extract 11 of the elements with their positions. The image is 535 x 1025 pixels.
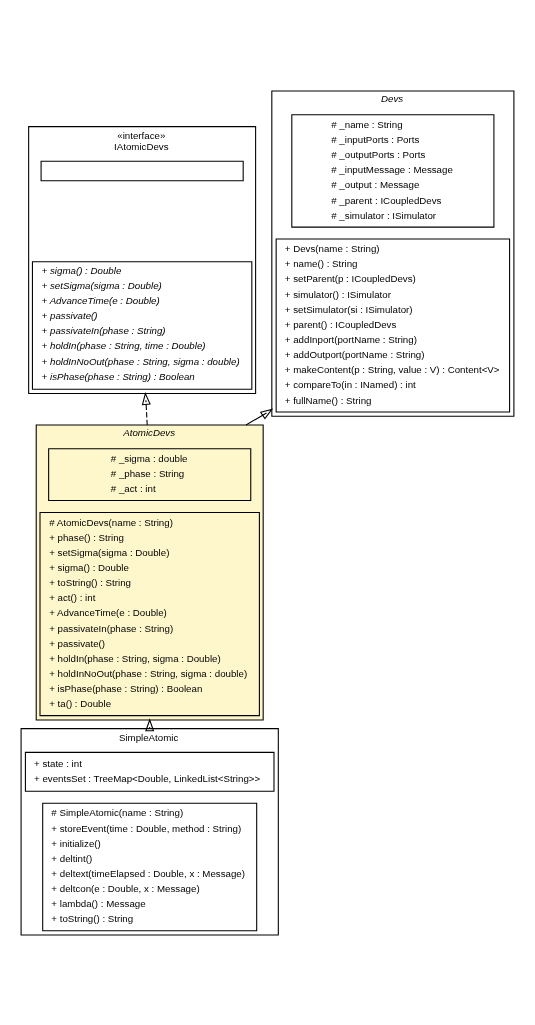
node-box: + state : int + eventsSet : TreeMap<Double, LinkedList<String>> <box>24 751 275 792</box>
node-box: # AtomicDevs(name : String) + phase() : String + setSigma(sigma : Double) + sigma() : Double + toString() : String + act() : int + AdvanceTime(e : Double) + passivateIn(phase : String) + passivate() + holdIn(phase : String, sigma : Double) + holdInNoOut(phase : String, sigma : double) + isPhase(phase : String) : Boolean + ta() : Double <box>39 511 260 716</box>
node-box <box>40 160 244 181</box>
node-box: + sigma() : Double + setSigma(sigma : Double) + AdvanceTime(e : Double) + passivate() + passivateIn(phase : String) + holdIn(phase : String, time : Double) + holdInNoOut(phase : String, sigma : double) + isPhase(phase : String) : Boolean <box>31 260 253 390</box>
arrow <box>145 717 155 731</box>
node-box: # _sigma : double # _phase : String # _act : int <box>48 447 252 501</box>
arrow <box>245 408 274 425</box>
arrow <box>141 391 151 425</box>
node-box: + Devs(name : String) + name() : String + setParent(p : ICoupledDevs) + simulator() : ISimulator + setSimulator(si : ISimulator) + parent() : ICoupledDevs + addInport(portName : String) + addOutport(portName : String) + makeContent(p : String, value : V) : Content<V> + compareTo(in : INamed) : int + fullName() : String <box>275 238 511 412</box>
node-box: # SimpleAtomic(name : String) + storeEvent(time : Double, method : String) + initialize() + deltint() + deltext(timeElapsed : Double, x : Message) + deltcon(e : Double, x : Message) + lambda() : Message + toString() : String <box>42 802 258 931</box>
node-box: # _name : String # _inputPorts : Ports # _outputPorts : Ports # _inputMessage : Message # _output : Message # _parent : ICoupledDevs # _simulator : ISimulator <box>291 113 495 228</box>
